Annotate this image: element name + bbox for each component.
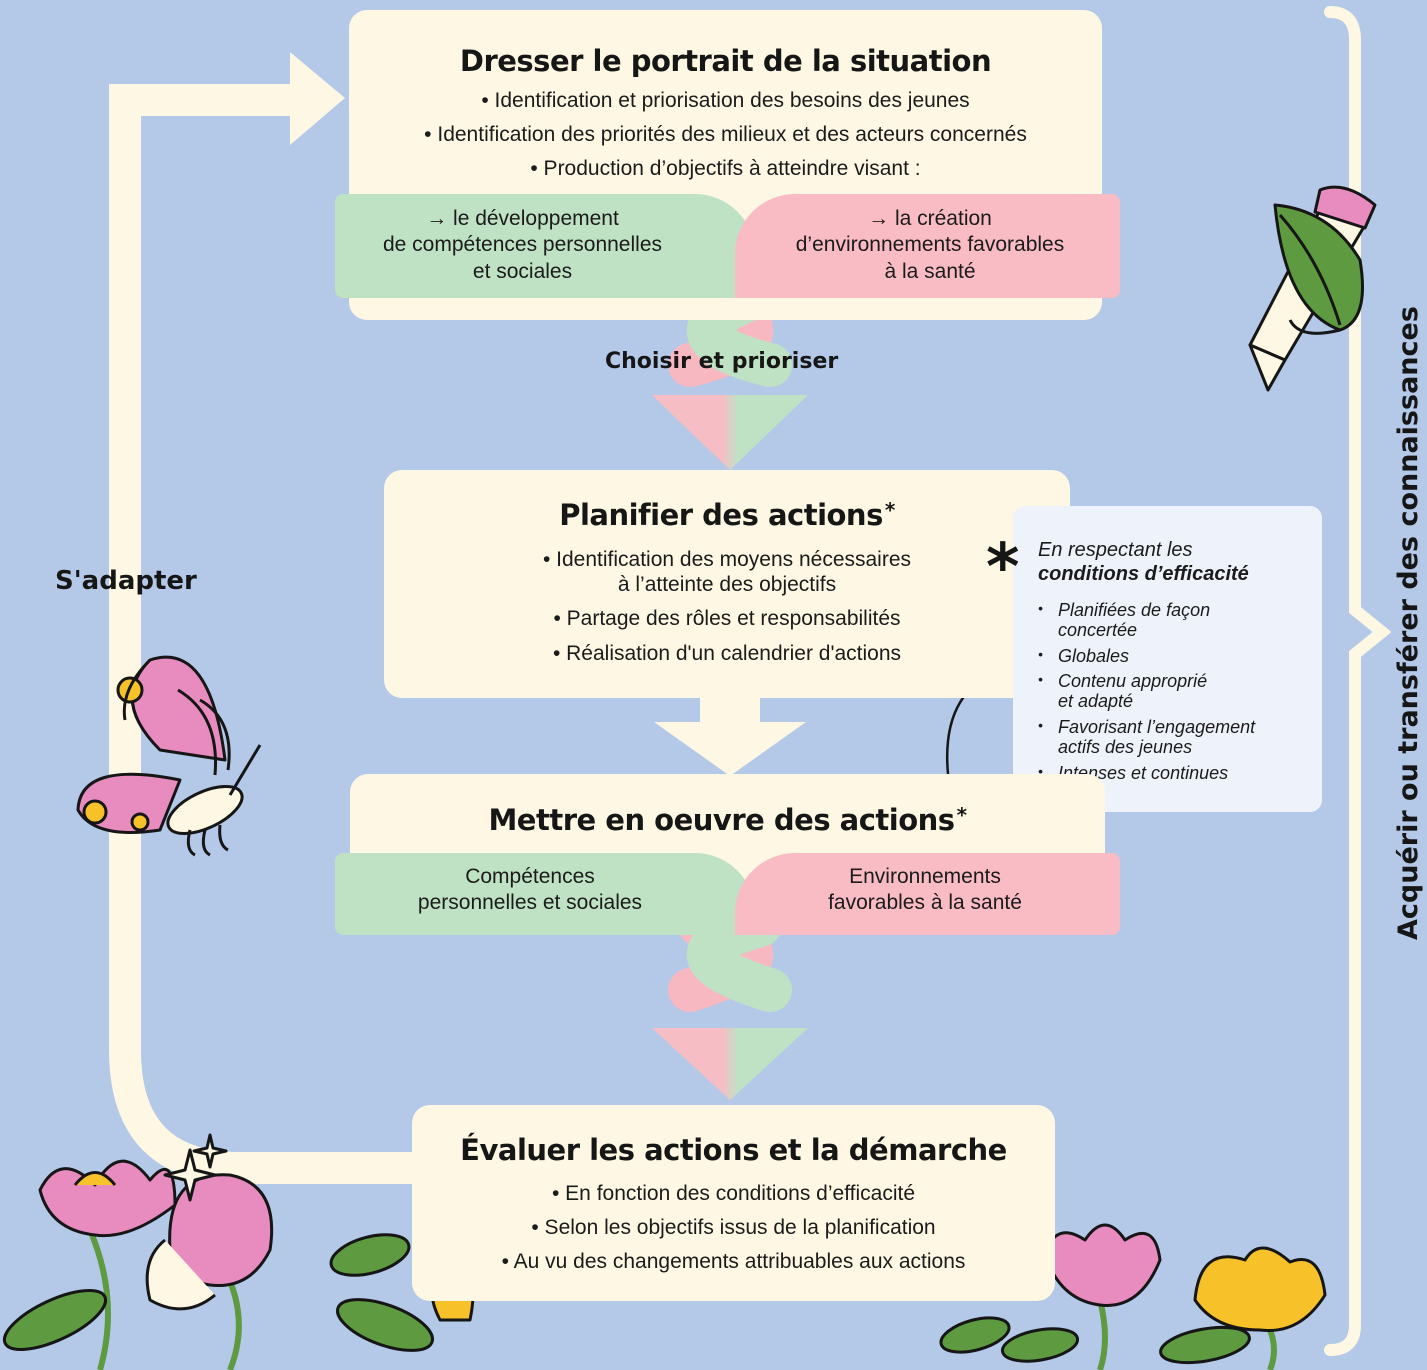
condition-item: Favorisant l’engagement actifs des jeune… xyxy=(1038,717,1255,758)
conditions-asterisk: * xyxy=(986,531,1020,605)
condition-item: Planifiées de façon concertée xyxy=(1038,600,1255,641)
knowledge-bracket xyxy=(1324,6,1392,1356)
adapt-loop-arrow xyxy=(109,52,420,1184)
split-green-development xyxy=(335,194,755,298)
conditions-list: Planifiées de façon concertée Globales C… xyxy=(1038,600,1255,789)
step-evaluate-box: Évaluer les actions et la démarche • En … xyxy=(412,1105,1055,1301)
condition-item: Contenu approprié et adapté xyxy=(1038,672,1255,712)
conditions-intro: En respectant les conditions d’efficacit… xyxy=(1038,538,1249,586)
split-text-environment: → la création d’environnements favorable… xyxy=(795,207,1065,283)
bullet: • Au vu des changements attribuables aux… xyxy=(501,1250,966,1274)
condition-item: Globales xyxy=(1038,646,1255,667)
bullet: • Partage des rôles et responsabilités xyxy=(553,607,901,631)
butterfly-illustration xyxy=(76,655,262,857)
step-plan-title-wrap: Planifier des actions* xyxy=(384,498,1070,532)
asterisk-mark: * xyxy=(956,803,967,827)
asterisk-mark: * xyxy=(884,498,895,522)
bullet: • En fonction des conditions d’efficacit… xyxy=(551,1182,916,1205)
step-evaluate-bullets: • En fonction des conditions d’efficacit… xyxy=(412,1181,1055,1284)
conditions-intro-bold: conditions d’efficacité xyxy=(1038,563,1249,585)
step-portrait-title: Dresser le portrait de la situation xyxy=(459,44,992,78)
conditions-intro-text: En respectant les xyxy=(1038,539,1193,561)
arrow-plan-to-do xyxy=(654,698,806,776)
step-plan-title: Planifier des actions xyxy=(559,498,883,532)
step-evaluate-title: Évaluer les actions et la démarche xyxy=(460,1133,1007,1167)
choose-prioritize-label: Choisir et prioriser xyxy=(605,349,839,374)
bullet: • Production d’objectifs à atteindre vis… xyxy=(530,157,921,181)
twist-connector-2 xyxy=(652,903,808,1100)
bullet: • Réalisation d'un calendrier d'actions xyxy=(552,641,902,665)
bullet: • Identification et priorisation des bes… xyxy=(481,89,970,112)
adapt-label: S'adapter xyxy=(55,566,197,596)
split-pink-environment xyxy=(735,194,1120,298)
split-text-development: → le développement de compétences person… xyxy=(382,207,662,283)
knowledge-label: Acquérir ou transférer des connaissances xyxy=(1393,306,1424,940)
split-text-environments: Environnements favorables à la santé xyxy=(828,865,1022,915)
lotus-flowers-right xyxy=(939,1223,1327,1370)
split-text-competences: Compétences personnelles et sociales xyxy=(417,865,643,915)
pencil-leaf-illustration xyxy=(1248,185,1377,392)
split-green-competences xyxy=(335,853,755,935)
split-pink-environments xyxy=(735,853,1120,935)
conditions-card: En respectant les conditions d’efficacit… xyxy=(1013,506,1322,812)
twist-connector-1 xyxy=(652,273,808,470)
step-implement-title: Mettre en oeuvre des actions xyxy=(488,803,955,837)
step-portrait-bullets: • Identification et priorisation des bes… xyxy=(349,88,1102,191)
step-plan-bullets: • Identification des moyens nécessaires … xyxy=(384,547,1070,675)
bullet: • Identification des moyens nécessaires … xyxy=(542,548,912,597)
step-implement-title-wrap: Mettre en oeuvre des actions* xyxy=(350,803,1105,837)
bullet: • Selon les objectifs issus de la planif… xyxy=(531,1216,936,1240)
step-plan-box: Planifier des actions* • Identification … xyxy=(384,470,1070,698)
bullet: • Identification des priorités des milie… xyxy=(424,123,1027,147)
